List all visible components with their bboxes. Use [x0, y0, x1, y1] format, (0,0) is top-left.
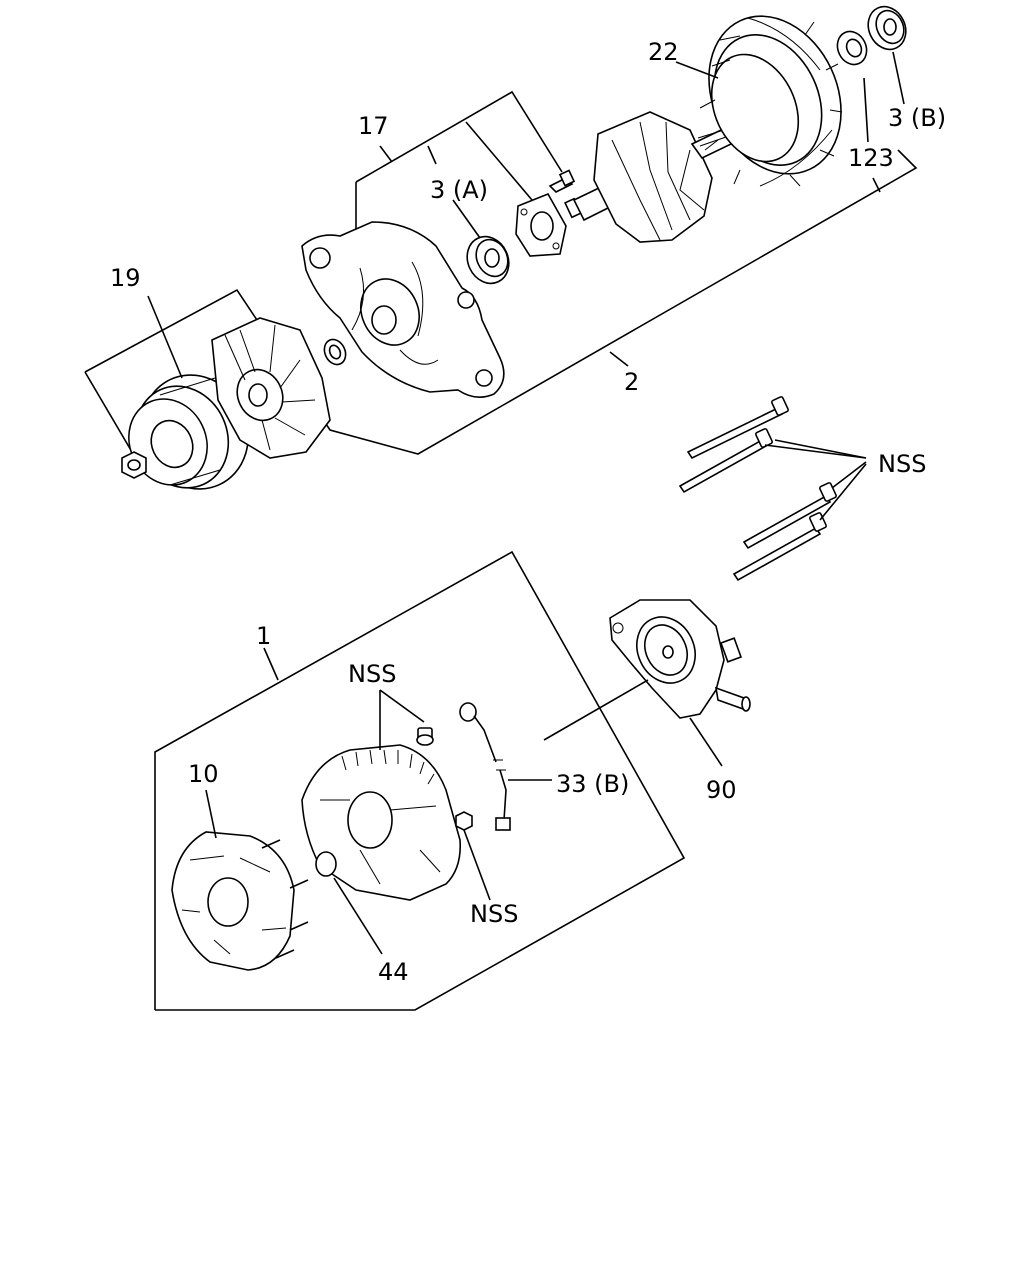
rear-housing-44	[301, 744, 462, 901]
callout-1: 1	[256, 622, 271, 650]
wire-lead-33b	[459, 702, 511, 831]
bearing-3b	[867, 5, 907, 51]
seal-ring	[323, 338, 347, 366]
stator-22	[699, 15, 843, 187]
callout-10: 10	[188, 760, 219, 788]
through-bolt-3	[742, 482, 837, 550]
retainer-screw	[548, 169, 576, 193]
bracket-item-17	[355, 90, 563, 232]
pulley-nut	[121, 451, 147, 479]
callout-labels: 22 17 3 (A) 3 (B) 123 19 2 NSS 1 NSS 10 …	[110, 38, 946, 986]
callout-44: 44	[378, 958, 409, 986]
callout-nss-upper: NSS	[348, 660, 396, 688]
hex-nut	[455, 811, 473, 831]
callout-33b: 33 (B)	[556, 770, 629, 798]
callout-3b: 3 (B)	[888, 104, 946, 132]
callout-22: 22	[648, 38, 679, 66]
spacer-ring-123	[836, 30, 868, 66]
leader-lines	[147, 51, 905, 955]
callout-3a: 3 (A)	[430, 176, 488, 204]
drive-end-housing-17	[301, 221, 505, 398]
through-bolt-1	[686, 396, 789, 460]
callout-nss-lower: NSS	[470, 900, 518, 928]
stud-bolts	[261, 839, 309, 959]
callout-17: 17	[358, 112, 389, 140]
callout-90: 90	[706, 776, 737, 804]
through-bolts-nss	[678, 396, 837, 582]
rectifier-plate-10	[171, 831, 309, 971]
pulley-fan-19	[128, 317, 331, 490]
callout-19: 19	[110, 264, 141, 292]
callout-123: 123	[848, 144, 894, 172]
through-bolt-2	[678, 428, 773, 494]
retainer-plate	[515, 192, 567, 257]
vacuum-pump-90	[609, 599, 751, 719]
bearing-3a	[466, 235, 510, 285]
bracket-item-2	[84, 149, 918, 455]
terminal-stud	[416, 727, 434, 746]
callout-nss-bolts: NSS	[878, 450, 926, 478]
callout-2: 2	[624, 368, 639, 396]
bracket-item-1	[154, 550, 686, 1011]
